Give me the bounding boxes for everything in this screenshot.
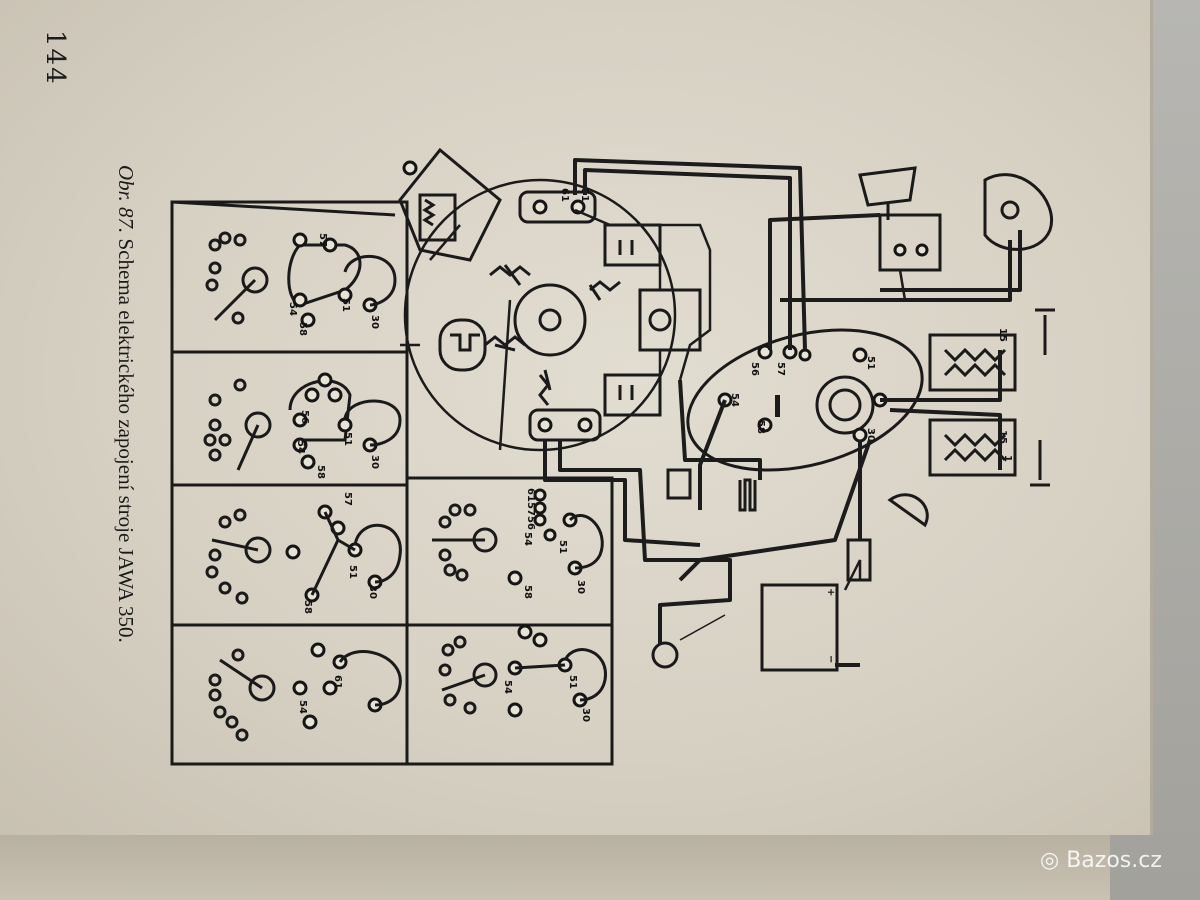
svg-text:57: 57 xyxy=(342,492,353,506)
svg-text:+: + xyxy=(825,588,836,596)
svg-text:30: 30 xyxy=(369,455,380,469)
switch-panel-5: 61 54 xyxy=(208,642,402,742)
terminal-label-54: 54 xyxy=(729,393,740,407)
svg-text:51: 51 xyxy=(347,565,358,579)
svg-text:54: 54 xyxy=(522,532,533,546)
svg-text:30: 30 xyxy=(369,315,380,329)
svg-text:−: − xyxy=(825,655,836,663)
svg-text:58: 58 xyxy=(522,585,533,599)
brake-switch xyxy=(887,493,929,528)
terminal-label-58: 58 xyxy=(755,420,766,434)
headlamp xyxy=(983,173,1053,251)
switch-panel-2: 56 54 51 30 58 xyxy=(203,372,402,479)
svg-text:51: 51 xyxy=(557,540,568,554)
svg-text:56: 56 xyxy=(299,410,310,424)
rear-lamp xyxy=(651,614,726,669)
svg-text:51: 51 xyxy=(865,356,876,370)
svg-text:54: 54 xyxy=(297,700,308,714)
light-switch-box xyxy=(878,213,942,272)
svg-text:57: 57 xyxy=(317,233,328,247)
dynamo-assembly xyxy=(403,178,677,452)
terminal-label-30: 30 xyxy=(865,428,876,442)
svg-text:57: 57 xyxy=(525,502,536,516)
watermark-icon: ◎ xyxy=(1040,848,1060,873)
terminal-label-61: 61 xyxy=(559,188,570,202)
switch-panel-6: 51 30 54 xyxy=(438,624,607,722)
svg-text:58: 58 xyxy=(315,465,326,479)
panel-top-edge xyxy=(171,200,396,217)
svg-text:51: 51 xyxy=(342,432,353,446)
svg-text:30: 30 xyxy=(367,585,378,599)
switch-position-panels xyxy=(170,200,614,766)
svg-text:30: 30 xyxy=(580,708,591,722)
wiring-harness xyxy=(400,158,1022,667)
ignition-coils: 15 15 1 xyxy=(928,308,1055,487)
svg-text:30: 30 xyxy=(575,580,586,594)
switch-panel-1: 57 54 51 30 58 xyxy=(205,231,397,336)
svg-text:61: 61 xyxy=(525,488,536,502)
svg-text:56: 56 xyxy=(525,516,536,530)
switch-panel-4: 61 57 56 54 51 30 58 xyxy=(432,488,604,599)
svg-text:54: 54 xyxy=(287,302,298,316)
watermark: ◎ Bazos.cz xyxy=(1040,848,1162,873)
switch-panel-3: 57 51 30 58 xyxy=(205,492,402,614)
terminal-label-57: 57 xyxy=(775,362,786,376)
terminal-label-1: 1 xyxy=(1002,455,1013,462)
battery: + − xyxy=(760,583,839,672)
svg-text:58: 58 xyxy=(297,322,308,336)
terminal-label-56: 56 xyxy=(749,362,760,376)
panel-frame-right xyxy=(405,476,614,766)
breaker-components xyxy=(528,223,702,442)
svg-text:61: 61 xyxy=(332,675,343,689)
terminal-label-15: 15 xyxy=(997,328,1008,342)
svg-text:54: 54 xyxy=(502,680,513,694)
voltage-regulator xyxy=(398,147,502,262)
svg-text:51: 51 xyxy=(340,298,351,312)
svg-text:15: 15 xyxy=(997,430,1008,444)
svg-text:51: 51 xyxy=(567,675,578,689)
watermark-text: Bazos.cz xyxy=(1066,848,1162,873)
svg-text:54: 54 xyxy=(295,440,306,454)
svg-text:58: 58 xyxy=(302,600,313,614)
resistor xyxy=(666,468,757,512)
horn xyxy=(858,166,917,220)
